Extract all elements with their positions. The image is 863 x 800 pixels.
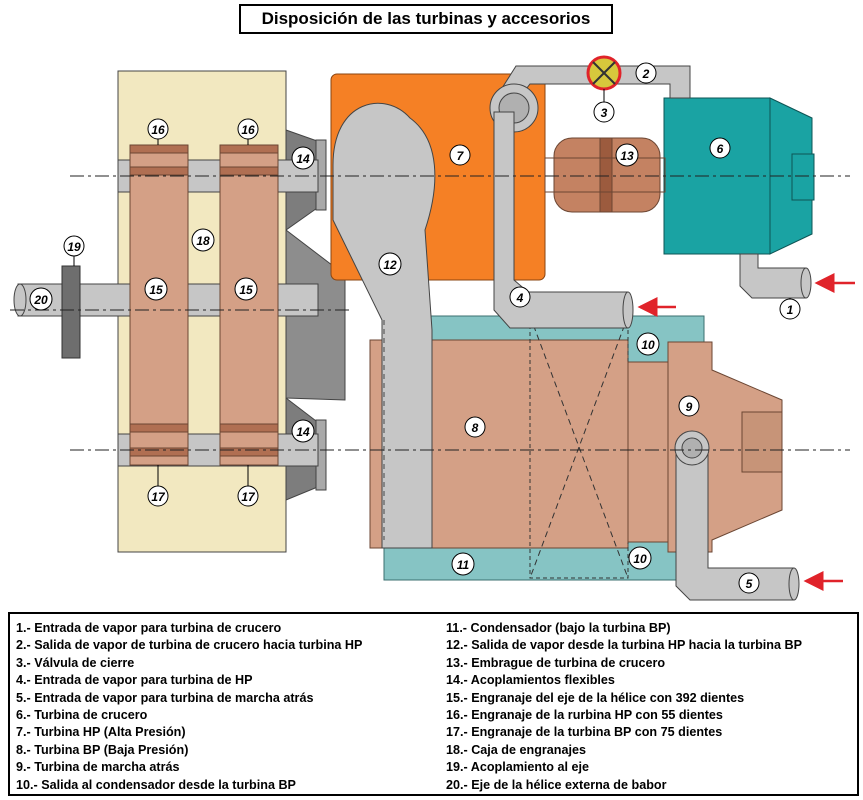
svg-text:13: 13 (620, 149, 634, 163)
legend-item: 11.- Condensador (bajo la turbina BP) (446, 621, 671, 635)
legend-item: 2.- Salida de vapor de turbina de crucer… (16, 638, 363, 653)
callout-8: 8 (464, 416, 486, 438)
legend-item: 4.- Entrada de vapor para turbina de HP (16, 673, 253, 688)
legend-item: 16.- Engranaje de la rurbina HP con 55 d… (446, 707, 723, 722)
svg-text:19: 19 (67, 240, 81, 254)
svg-text:14: 14 (296, 425, 310, 439)
legend-item: 20.- Eje de la hélice externa de babor (446, 777, 667, 792)
diagram-title: Disposición de las turbinas y accesorios (239, 4, 613, 34)
svg-text:3: 3 (601, 106, 608, 120)
svg-text:5: 5 (746, 577, 753, 591)
legend-item: 9.- Turbina de marcha atrás (16, 760, 180, 775)
callout-15-right: 15 (234, 277, 258, 301)
svg-text:17: 17 (241, 490, 256, 504)
callout-18: 18 (191, 228, 215, 252)
legend-item: 14.- Acoplamientos flexibles (446, 673, 615, 688)
legend-item: 6.- Turbina de crucero (16, 707, 148, 722)
svg-text:11: 11 (457, 558, 470, 572)
callout-13: 13 (615, 143, 639, 167)
callout-14-lower: 14 (291, 419, 315, 443)
cruise-steam-inlet-pipe (739, 253, 807, 299)
legend: 1.- Entrada de vapor para turbina de cru… (8, 612, 859, 796)
svg-text:7: 7 (457, 149, 465, 163)
callout-17-left: 17 (147, 485, 169, 507)
callout-19: 19 (63, 235, 85, 257)
legend-item: 19.- Acoplamiento al eje (446, 760, 590, 775)
propeller-shaft-end (13, 283, 27, 317)
gear-wheel-left (129, 144, 189, 466)
legend-item: 8.- Turbina BP (Baja Presión) (16, 742, 189, 757)
legend-item: 15.- Engranaje del eje de la hélice con … (446, 690, 745, 705)
callout-10-lower: 10 (628, 546, 652, 570)
callout-6: 6 (709, 137, 731, 159)
svg-text:10: 10 (641, 338, 655, 352)
shaft-coupling (61, 265, 81, 359)
svg-text:4: 4 (516, 291, 524, 305)
callout-5: 5 (738, 572, 760, 594)
callout-4: 4 (509, 286, 531, 308)
gear-wheel-right (219, 144, 279, 466)
callout-15-left: 15 (144, 277, 168, 301)
legend-item: 17.- Engranaje de la turbina BP con 75 d… (446, 725, 723, 740)
legend-item: 13.- Embrague de turbina de crucero (446, 655, 666, 670)
svg-text:8: 8 (472, 421, 479, 435)
svg-text:17: 17 (151, 490, 166, 504)
legend-column-right: 11.- Condensador (bajo la turbina BP) 12… (446, 620, 802, 794)
svg-text:9: 9 (686, 400, 693, 414)
legend-item: 1.- Entrada de vapor para turbina de cru… (16, 621, 282, 635)
svg-text:6: 6 (717, 142, 724, 156)
callout-17-right: 17 (237, 485, 259, 507)
legend-item: 7.- Turbina HP (Alta Presión) (16, 725, 186, 740)
legend-item: 10.- Salida al condensador desde la turb… (16, 777, 296, 792)
callout-14-upper: 14 (291, 146, 315, 170)
callout-3: 3 (593, 101, 615, 123)
callout-11: 11 (451, 552, 475, 576)
svg-text:16: 16 (151, 123, 165, 137)
svg-text:14: 14 (296, 152, 310, 166)
svg-text:20: 20 (33, 293, 48, 307)
turbine-layout-diagram: 1 2 3 4 5 6 7 8 9 10 10 11 12 13 14 14 1… (10, 55, 855, 601)
svg-text:2: 2 (642, 67, 650, 81)
callout-20: 20 (29, 287, 53, 311)
svg-text:16: 16 (241, 123, 255, 137)
legend-item: 5.- Entrada de vapor para turbina de mar… (16, 690, 314, 705)
legend-item: 12.- Salida de vapor desde la turbina HP… (446, 638, 803, 653)
svg-text:15: 15 (149, 283, 163, 297)
svg-text:15: 15 (239, 283, 253, 297)
svg-text:1: 1 (787, 303, 794, 317)
callout-1: 1 (779, 298, 801, 320)
legend-item: 18.- Caja de engranajes (446, 742, 586, 757)
callout-2: 2 (635, 62, 657, 84)
callout-16-right: 16 (237, 118, 259, 140)
callout-16-left: 16 (147, 118, 169, 140)
svg-text:12: 12 (383, 258, 397, 272)
svg-text:18: 18 (196, 234, 210, 248)
legend-item: 3.- Válvula de cierre (16, 655, 135, 670)
svg-text:10: 10 (633, 552, 647, 566)
legend-column-left: 1.- Entrada de vapor para turbina de cru… (16, 620, 362, 794)
hp-to-lp-crossover-pipe (332, 102, 436, 549)
callout-12: 12 (378, 252, 402, 276)
callout-7: 7 (449, 144, 471, 166)
callout-9: 9 (678, 395, 700, 417)
callout-10-upper: 10 (636, 332, 660, 356)
